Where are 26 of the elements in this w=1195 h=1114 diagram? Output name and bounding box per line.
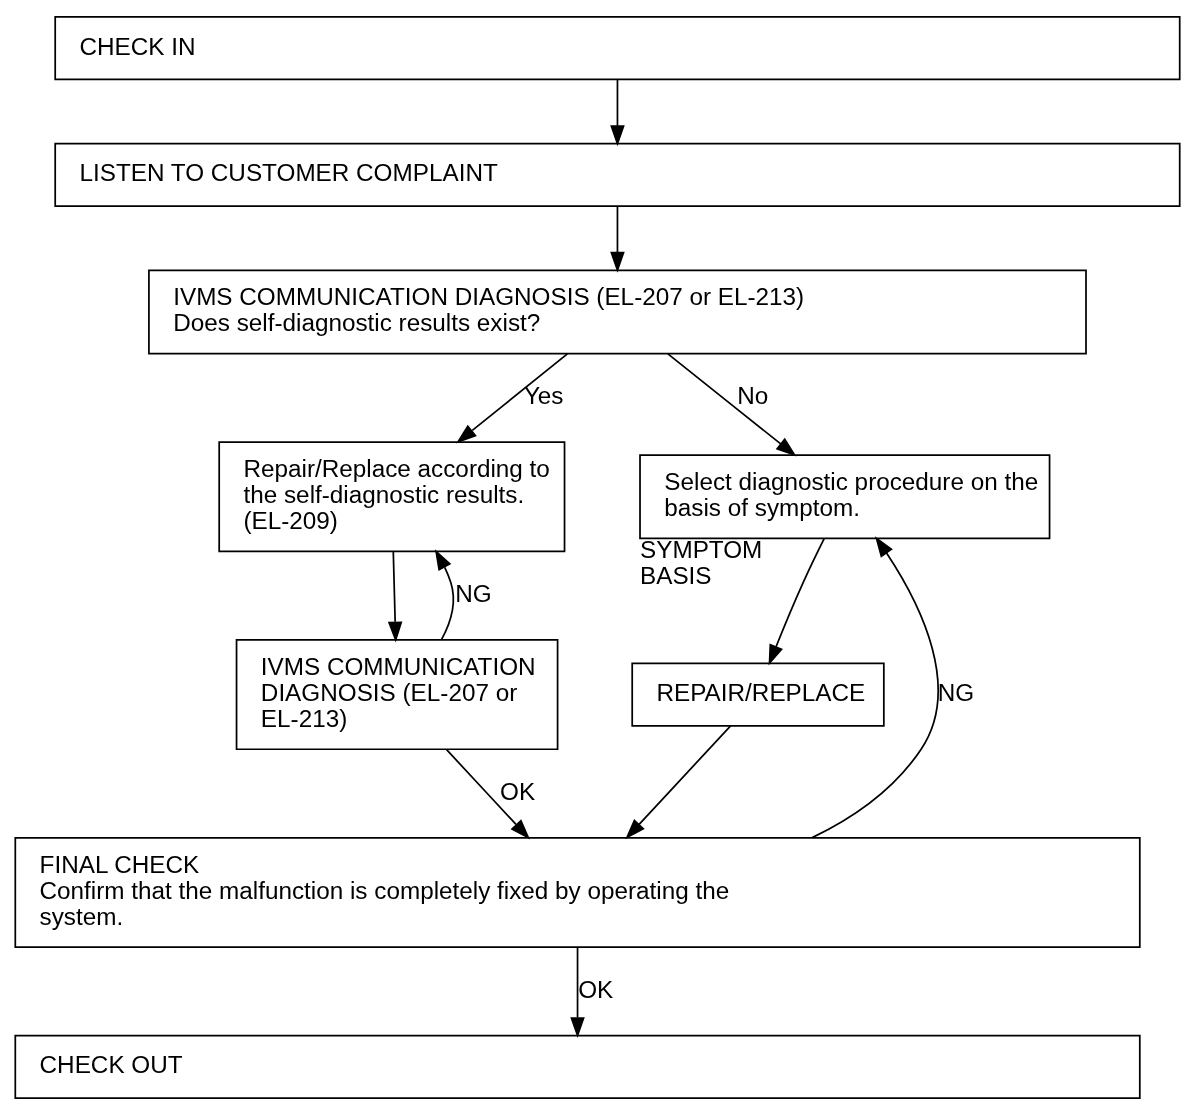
arrow: [625, 724, 732, 839]
arrow: [811, 535, 939, 838]
node-box: IVMS COMMUNICATION DIAGNOSIS (EL-207 or EL-213) Does self-diagnostic results exist?: [148, 268, 1087, 354]
edge-label: NG: [937, 678, 975, 706]
edge-label: OK: [578, 975, 614, 1003]
node-box: Repair/Replace according to the self-diagnostic results. (EL-209): [218, 440, 566, 552]
edge-label: OK: [500, 777, 536, 805]
node-box: CHECK OUT: [14, 1034, 1141, 1099]
arrow: [434, 548, 455, 641]
arrow: [445, 748, 531, 840]
node-box: Select diagnostic procedure on the basis of symptom.: [639, 453, 1051, 539]
node-box: LISTEN TO CUSTOMER COMPLAINT: [54, 142, 1181, 207]
edge-label: No: [737, 381, 769, 409]
arrow: [387, 550, 403, 642]
arrow: [570, 945, 585, 1038]
arrow: [667, 352, 797, 457]
node-box: FINAL CHECK Confirm that the malfunction is completely fixed by operating the system.: [14, 836, 1141, 948]
arrow: [610, 78, 625, 146]
arrow: [768, 537, 826, 666]
node-box: REPAIR/REPLACE: [631, 662, 885, 727]
arrow: [456, 352, 569, 443]
node-box: IVMS COMMUNICATION DIAGNOSIS (EL-207 or EL-213): [235, 638, 559, 750]
arrow: [610, 204, 625, 273]
edge-label: Yes: [523, 381, 564, 409]
node-box: CHECK IN: [54, 15, 1181, 80]
edge-label: NG: [455, 579, 492, 607]
